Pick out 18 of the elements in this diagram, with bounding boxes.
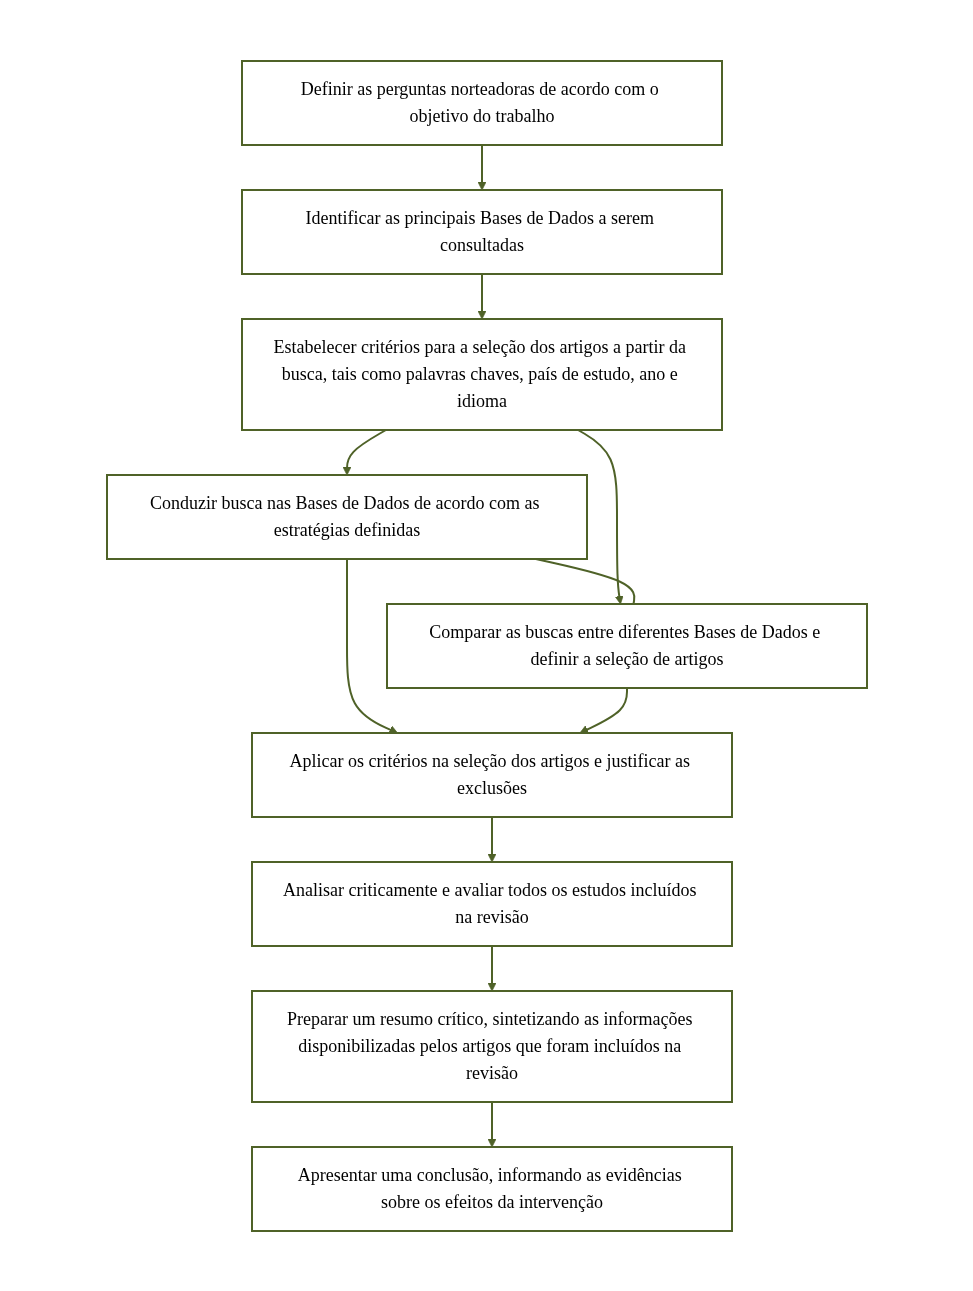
arrow bbox=[342, 428, 387, 475]
arrow bbox=[477, 272, 486, 319]
node-box: Identificar as principais Bases de Dados a serem consultadas bbox=[240, 188, 723, 275]
arrow bbox=[345, 557, 398, 734]
node-box: Preparar um resumo crítico, sintetizando as informações disponibilizadas pelos artigos que foram incluídos na revisão bbox=[250, 989, 733, 1103]
node-box: Estabelecer critérios para a seleção dos artigos a partir da busca, tais como palavras chaves, país de estudo, ano e idioma bbox=[240, 317, 723, 431]
node-box: Analisar criticamente e avaliar todos os estudos incluídos na revisão bbox=[250, 860, 733, 947]
arrow bbox=[579, 686, 628, 734]
node-box: Comparar as buscas entre diferentes Bases de Dados e definir a seleção de artigos bbox=[385, 602, 868, 689]
node-box: Aplicar os critérios na seleção dos artigos e justificar as exclusões bbox=[250, 731, 733, 818]
arrow bbox=[477, 143, 486, 190]
arrow bbox=[487, 944, 496, 991]
node-box: Conduzir busca nas Bases de Dados de acordo com as estratégias definidas bbox=[105, 473, 588, 560]
arrow bbox=[487, 1100, 496, 1147]
node-box: Definir as perguntas norteadoras de acordo com o objetivo do trabalho bbox=[240, 59, 723, 146]
arrow bbox=[487, 815, 496, 862]
node-box: Apresentar uma conclusão, informando as evidências sobre os efeitos da intervenção bbox=[250, 1145, 733, 1232]
arrow bbox=[576, 428, 624, 604]
